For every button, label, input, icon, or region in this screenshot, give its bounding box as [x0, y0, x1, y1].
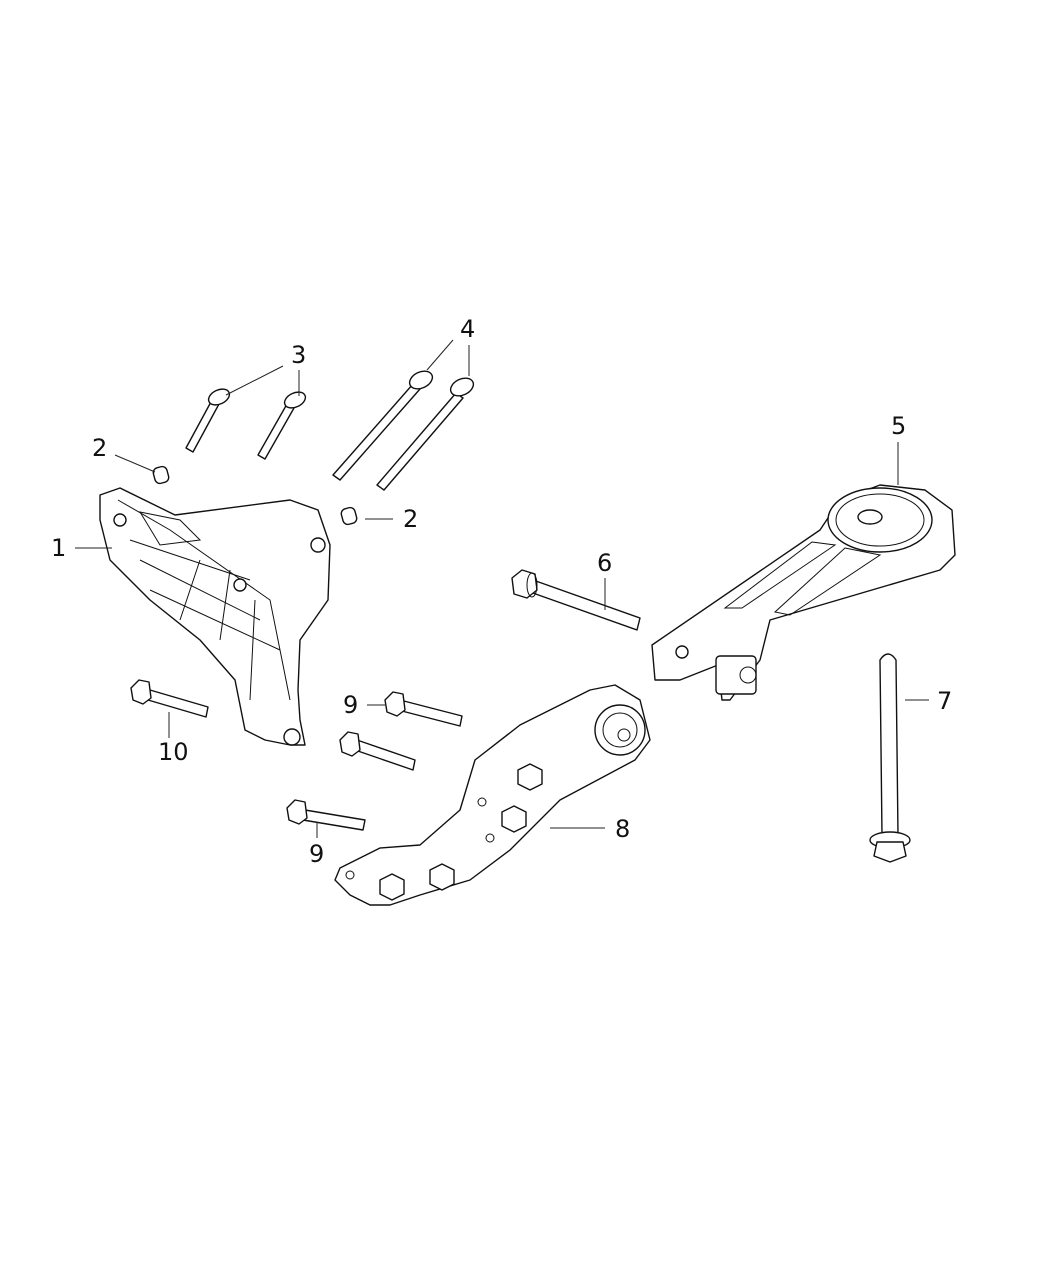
callout-5: 5 — [891, 412, 907, 440]
callout-10: 10 — [158, 738, 189, 766]
part-2-bushings — [152, 465, 358, 526]
callout-8: 8 — [615, 815, 631, 843]
callout-1: 1 — [51, 534, 67, 562]
part-4-long-bolts — [332, 370, 475, 491]
part-1-bracket — [99, 487, 331, 746]
callout-4: 4 — [460, 315, 476, 343]
callout-9: 9 — [343, 691, 359, 719]
part-5-torque-strut — [651, 484, 956, 701]
part-7-bolt — [869, 653, 911, 863]
callout-9: 9 — [309, 840, 325, 868]
callout-6: 6 — [597, 549, 613, 577]
part-9-bolts — [286, 691, 463, 831]
callout-7: 7 — [937, 687, 953, 715]
part-3-bolts — [185, 388, 307, 460]
callout-2: 2 — [92, 434, 108, 462]
part-8-lower-bracket — [334, 684, 651, 906]
callout-3: 3 — [291, 341, 307, 369]
leader-lines — [75, 339, 929, 838]
part-6-bolt — [511, 569, 641, 631]
part-10-bolt — [130, 679, 209, 718]
callout-2: 2 — [403, 505, 419, 533]
